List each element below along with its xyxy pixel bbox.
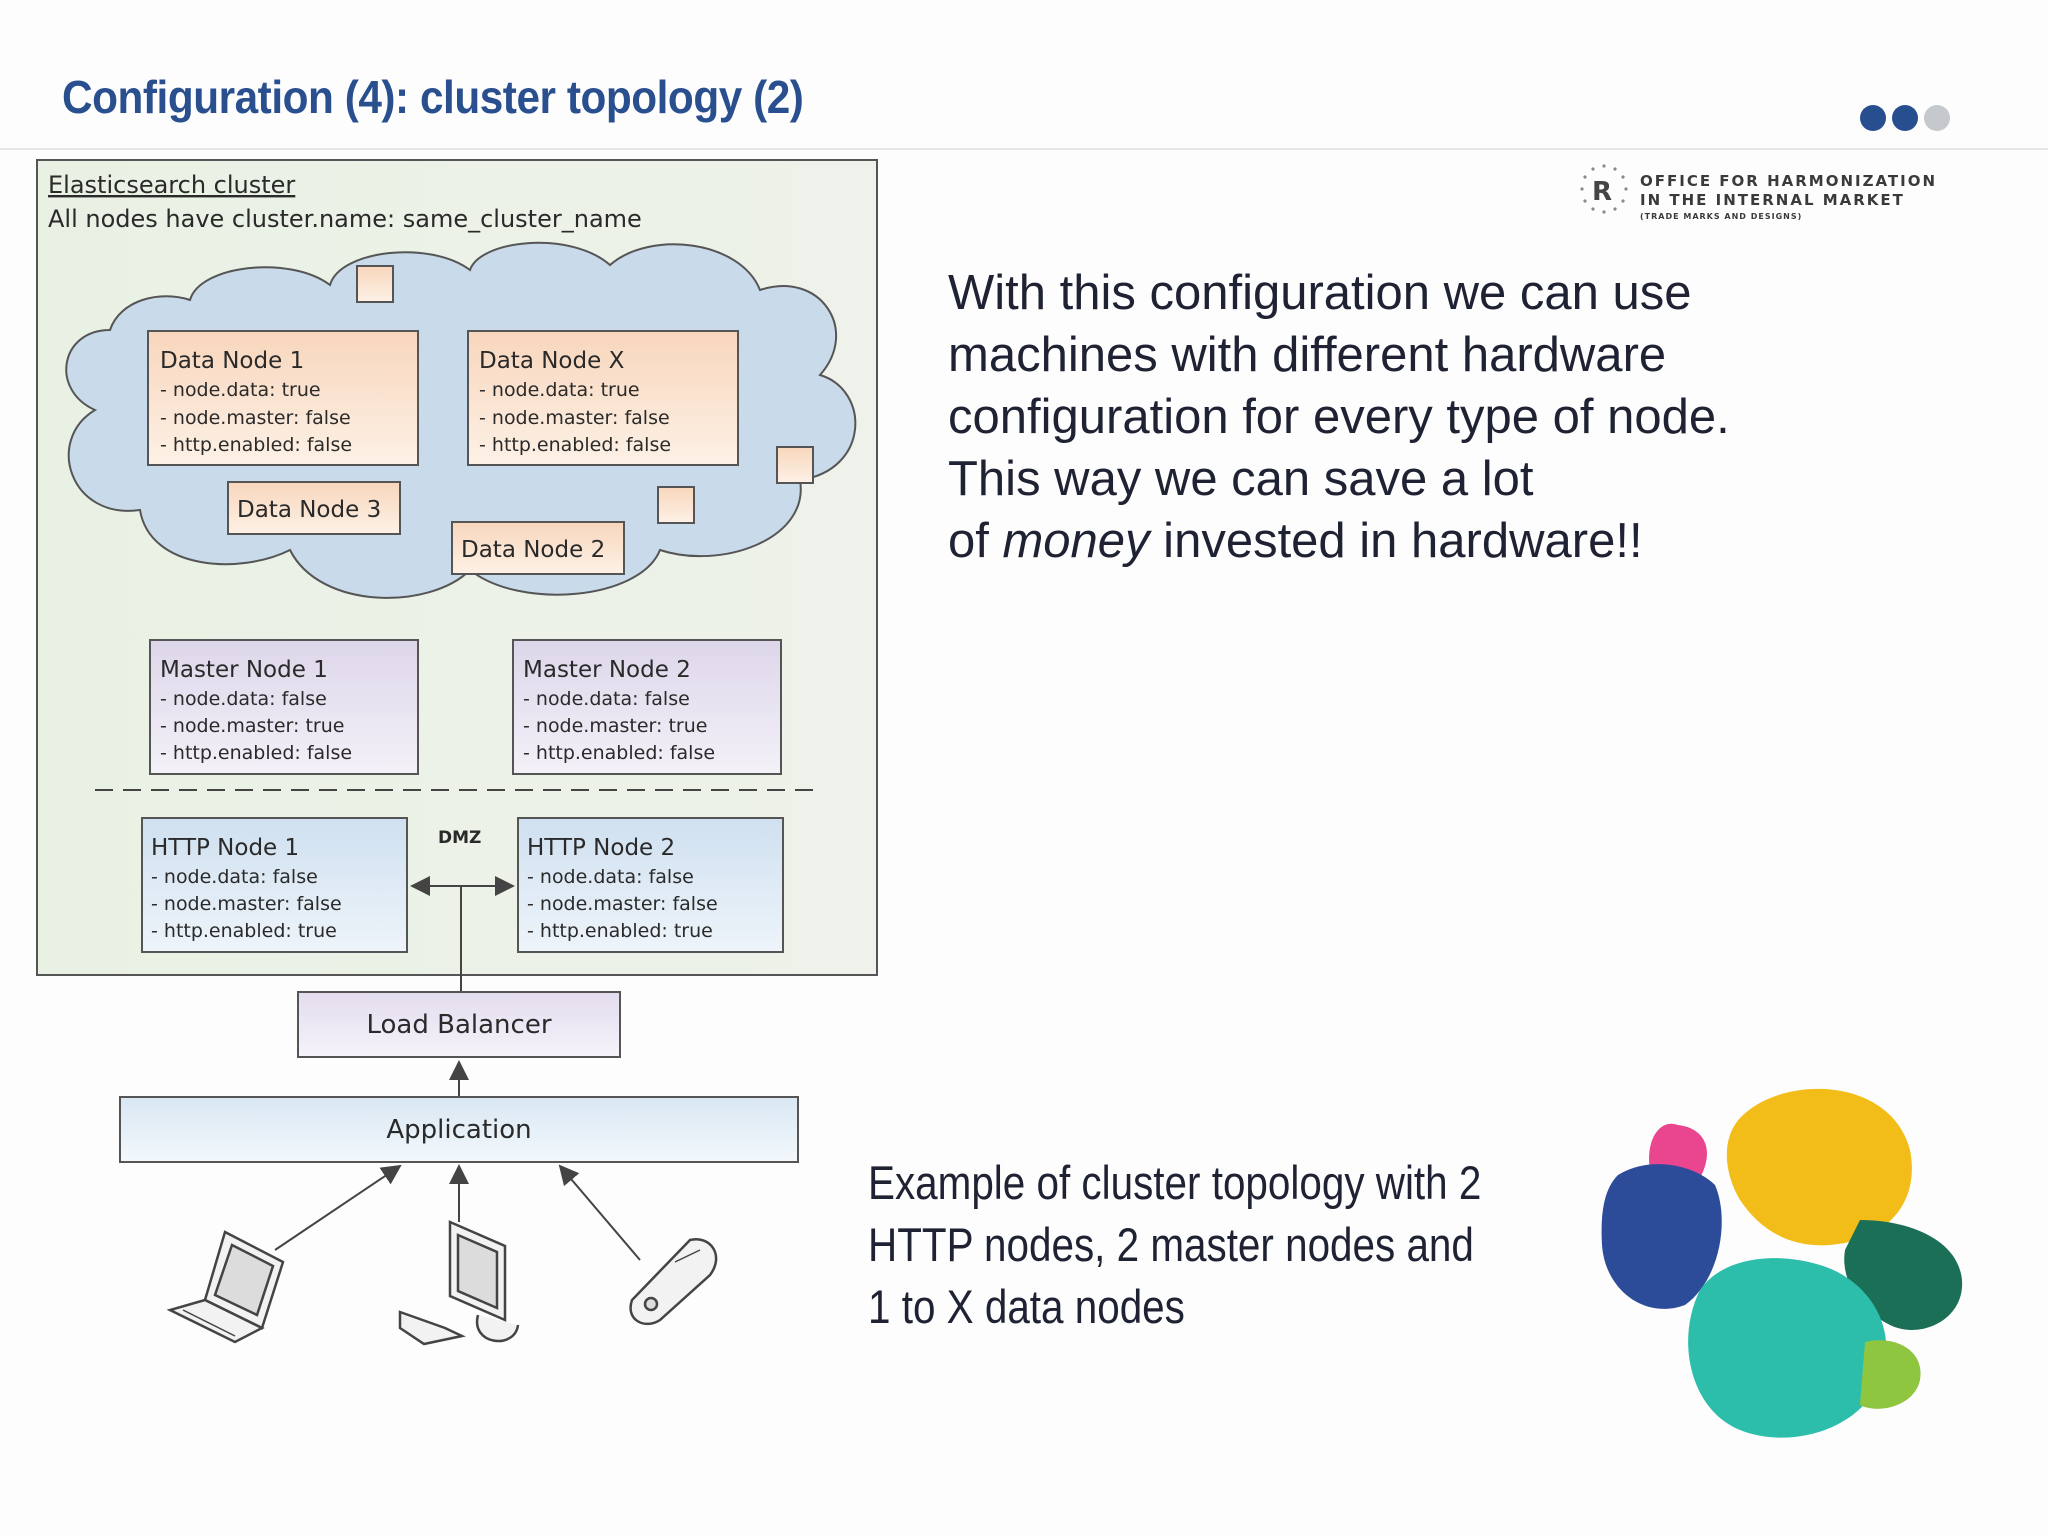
node-prop: - node.master: false bbox=[151, 893, 342, 915]
node-prop: - node.data: false bbox=[527, 866, 694, 888]
main-text-line: of money invested in hardware!! bbox=[948, 510, 1828, 572]
shard-square bbox=[356, 265, 394, 303]
main-text-line: machines with different hardware bbox=[948, 328, 1667, 382]
client-arrow bbox=[274, 1164, 402, 1251]
cluster-subtitle: All nodes have cluster.name: same_cluste… bbox=[48, 205, 642, 233]
application-label: Application bbox=[386, 1115, 531, 1145]
node-prop: - node.master: false bbox=[527, 893, 718, 915]
phone-icon bbox=[629, 1237, 718, 1326]
load-balancer-label: Load Balancer bbox=[366, 1010, 551, 1040]
progress-dot bbox=[1924, 105, 1950, 131]
logo-blue-segment bbox=[1601, 1164, 1722, 1309]
elastic-logo-icon bbox=[1601, 1088, 1963, 1438]
slide-title: Configuration (4): cluster topology (2) bbox=[62, 71, 804, 123]
master-node-2: Master Node 2 - node.data: false - node.… bbox=[512, 639, 782, 775]
node-name: Data Node 3 bbox=[237, 497, 381, 523]
desktop-computer-icon bbox=[398, 1220, 520, 1346]
cluster-title: Elasticsearch cluster bbox=[48, 171, 295, 199]
office-r-emblem-icon: R bbox=[1580, 164, 1628, 214]
http-node-2: HTTP Node 2 - node.data: false - node.ma… bbox=[517, 817, 784, 953]
data-node-3: Data Node 3 bbox=[227, 481, 401, 535]
node-prop: - node.master: true bbox=[160, 715, 344, 737]
svg-text:R: R bbox=[1592, 177, 1612, 207]
cluster-topology-diagram: Elasticsearch cluster All nodes have clu… bbox=[36, 159, 878, 1346]
node-prop: - http.enabled: true bbox=[151, 920, 337, 942]
laptop-icon bbox=[166, 1230, 285, 1344]
logo-darkgreen-segment bbox=[1844, 1220, 1963, 1330]
node-prop: - node.data: false bbox=[523, 688, 690, 710]
caption-line: 1 to X data nodes bbox=[868, 1280, 1185, 1333]
office-name-line: OFFICE FOR HARMONIZATION bbox=[1640, 172, 1938, 190]
node-prop: - http.enabled: false bbox=[160, 742, 352, 764]
shard-square bbox=[776, 446, 814, 484]
logo-teal-segment bbox=[1688, 1258, 1887, 1438]
node-prop: - http.enabled: false bbox=[479, 434, 671, 456]
node-prop: - node.data: true bbox=[160, 379, 321, 401]
main-text-prefix: of bbox=[948, 514, 1003, 568]
node-name: Data Node 1 bbox=[160, 348, 304, 374]
data-node-1: Data Node 1 - node.data: true - node.mas… bbox=[147, 330, 419, 466]
node-prop: - node.master: false bbox=[160, 407, 351, 429]
node-name: HTTP Node 1 bbox=[151, 835, 299, 861]
master-node-1: Master Node 1 - node.data: false - node.… bbox=[149, 639, 419, 775]
node-prop: - node.data: false bbox=[160, 688, 327, 710]
application: Application bbox=[119, 1096, 799, 1163]
main-text-line: With this configuration we can use bbox=[948, 266, 1692, 320]
dmz-label: DMZ bbox=[438, 828, 481, 848]
node-prop: - node.data: false bbox=[151, 866, 318, 888]
caption-line: HTTP nodes, 2 master nodes and bbox=[868, 1218, 1474, 1271]
client-arrow bbox=[558, 1164, 641, 1261]
node-prop: - node.master: false bbox=[479, 407, 670, 429]
node-prop: - node.master: true bbox=[523, 715, 707, 737]
node-name: Data Node 2 bbox=[461, 537, 605, 563]
node-prop: - http.enabled: true bbox=[527, 920, 713, 942]
office-logo: R OFFICE FOR HARMONIZATION IN THE INTERN… bbox=[1578, 160, 1978, 230]
progress-dot bbox=[1860, 105, 1886, 131]
http-node-1: HTTP Node 1 - node.data: false - node.ma… bbox=[141, 817, 408, 953]
office-name-line: IN THE INTERNAL MARKET bbox=[1640, 191, 1905, 209]
main-text: With this configuration we can use machi… bbox=[948, 262, 1828, 572]
node-prop: - http.enabled: false bbox=[160, 434, 352, 456]
node-name: Master Node 2 bbox=[523, 657, 691, 683]
node-prop: - node.data: true bbox=[479, 379, 640, 401]
office-subtitle: (TRADE MARKS AND DESIGNS) bbox=[1640, 212, 1803, 221]
diagram-caption: Example of cluster topology with 2 HTTP … bbox=[868, 1152, 1482, 1338]
money-emphasis: money bbox=[1002, 514, 1150, 568]
logo-yellow-segment bbox=[1726, 1088, 1912, 1246]
caption-line: Example of cluster topology with 2 bbox=[868, 1156, 1482, 1209]
data-node-2: Data Node 2 bbox=[451, 521, 625, 575]
main-text-line: configuration for every type of node. bbox=[948, 390, 1730, 444]
logo-green-segment bbox=[1860, 1340, 1921, 1409]
shard-square bbox=[657, 486, 695, 524]
node-name: Master Node 1 bbox=[160, 657, 328, 683]
progress-dot bbox=[1892, 105, 1918, 131]
load-balancer: Load Balancer bbox=[297, 991, 621, 1058]
node-name: HTTP Node 2 bbox=[527, 835, 675, 861]
node-prop: - http.enabled: false bbox=[523, 742, 715, 764]
main-text-line: This way we can save a lot bbox=[948, 452, 1534, 506]
title-divider bbox=[0, 148, 2048, 150]
node-name: Data Node X bbox=[479, 348, 625, 374]
data-node-x: Data Node X - node.data: true - node.mas… bbox=[467, 330, 739, 466]
main-text-suffix: invested in hardware!! bbox=[1149, 514, 1643, 568]
